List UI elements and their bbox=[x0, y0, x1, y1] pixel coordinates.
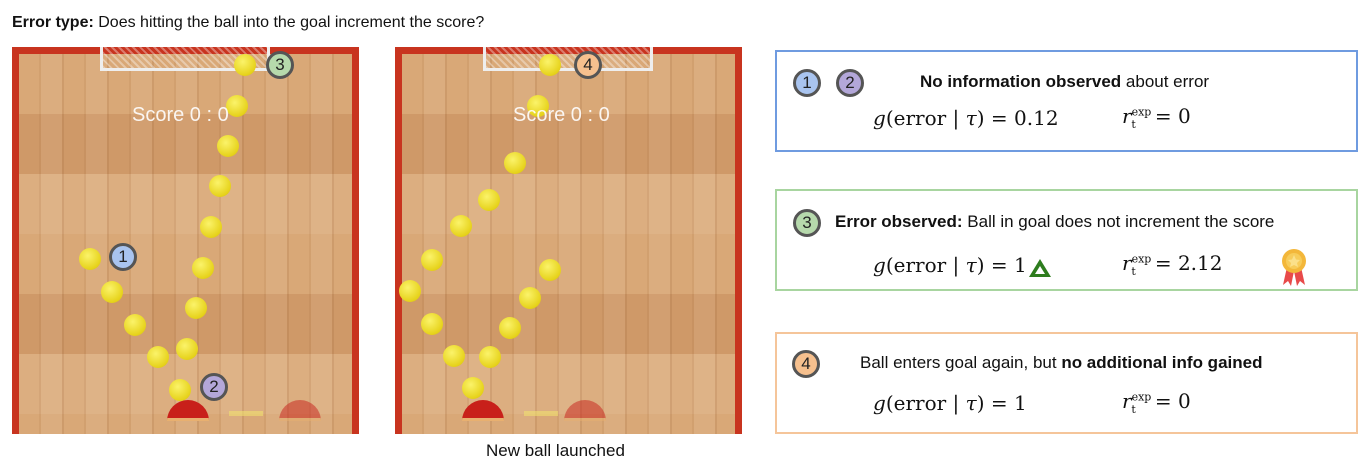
g-formula: g(error | τ) = 1 bbox=[873, 391, 1027, 415]
reward-formula: rexpt = 2.12 bbox=[1122, 251, 1223, 278]
step-badge-2: 2 bbox=[836, 69, 864, 97]
step-badge-4: 4 bbox=[792, 350, 820, 378]
step-badge-3: 3 bbox=[793, 209, 821, 237]
arrow-icon bbox=[524, 411, 558, 416]
panel-heading: Ball enters goal again, but no additiona… bbox=[860, 353, 1263, 372]
panel-heading: No information observed about error bbox=[920, 72, 1210, 91]
g-formula: g(error | τ) = 1 bbox=[873, 253, 1027, 277]
ball bbox=[450, 215, 472, 237]
ball bbox=[176, 338, 198, 360]
ball bbox=[169, 379, 191, 401]
score-display: Score 0 : 0 bbox=[513, 104, 610, 126]
ball bbox=[421, 313, 443, 335]
step-badge-4: 4 bbox=[574, 51, 602, 79]
panel-no-additional-info: 4 Ball enters goal again, but no additio… bbox=[775, 332, 1358, 434]
ball bbox=[399, 280, 421, 302]
g-formula: g(error | τ) = 0.12 bbox=[873, 106, 1059, 130]
panel-no-info: 1 2 No information observed about error … bbox=[775, 50, 1358, 152]
step-badge-3: 3 bbox=[266, 51, 294, 79]
game-court-1: Score 0 : 0 bbox=[12, 47, 359, 434]
ball bbox=[209, 175, 231, 197]
medal-icon bbox=[1282, 249, 1306, 286]
ball bbox=[539, 259, 561, 281]
ball bbox=[462, 377, 484, 399]
panel-heading: Error observed: Ball in goal does not in… bbox=[835, 212, 1275, 231]
game-court-2: Score 0 : 0 bbox=[395, 47, 742, 434]
paddle-previous bbox=[279, 400, 321, 421]
ball bbox=[479, 346, 501, 368]
delta-icon bbox=[1029, 259, 1051, 277]
ball bbox=[443, 345, 465, 367]
ball bbox=[79, 248, 101, 270]
ball bbox=[185, 297, 207, 319]
ball bbox=[519, 287, 541, 309]
error-type-heading: Error type: Does hitting the ball into t… bbox=[12, 14, 485, 31]
step-badge-1: 1 bbox=[793, 69, 821, 97]
ball bbox=[539, 54, 561, 76]
paddle bbox=[167, 400, 209, 421]
caption: New ball launched bbox=[486, 441, 625, 460]
reward-formula: rexpt = 0 bbox=[1122, 389, 1191, 416]
step-badge-1: 1 bbox=[109, 243, 137, 271]
reward-formula: rexpt = 0 bbox=[1122, 104, 1191, 131]
step-badge-2: 2 bbox=[200, 373, 228, 401]
ball bbox=[478, 189, 500, 211]
ball bbox=[192, 257, 214, 279]
paddle bbox=[462, 400, 504, 421]
panel-error-observed: 3 Error observed: Ball in goal does not … bbox=[775, 189, 1358, 291]
ball bbox=[147, 346, 169, 368]
ball bbox=[504, 152, 526, 174]
goal-net bbox=[483, 47, 653, 71]
ball bbox=[527, 95, 549, 117]
paddle-previous bbox=[564, 400, 606, 421]
ball bbox=[101, 281, 123, 303]
score-display: Score 0 : 0 bbox=[132, 104, 229, 126]
ball bbox=[217, 135, 239, 157]
ball bbox=[499, 317, 521, 339]
ball bbox=[226, 95, 248, 117]
ball bbox=[421, 249, 443, 271]
ball bbox=[200, 216, 222, 238]
ball bbox=[124, 314, 146, 336]
ball bbox=[234, 54, 256, 76]
arrow-icon bbox=[229, 411, 263, 416]
